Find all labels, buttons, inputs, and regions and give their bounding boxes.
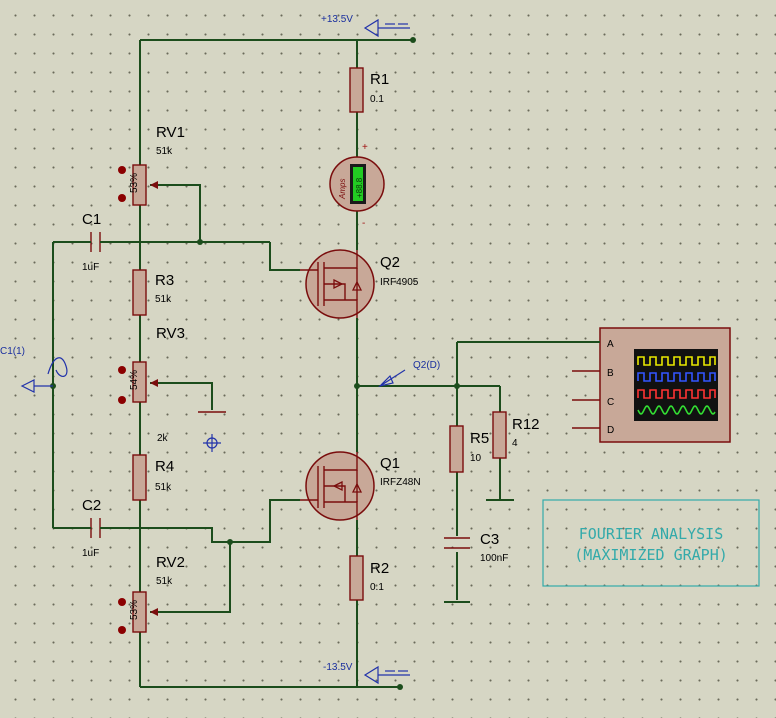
potentiometer-rv3[interactable]: 54% RV3 2k	[118, 325, 185, 444]
scope-trace-a	[637, 356, 716, 366]
rv2-value: 51k	[156, 576, 173, 587]
ammeter[interactable]: +88.8 Amps + -	[329, 142, 385, 229]
c2-ref: C2	[82, 497, 101, 514]
scope-channel-a: A	[607, 339, 614, 350]
r3-ref: R3	[155, 272, 174, 289]
c1-ref: C1	[82, 211, 101, 228]
rv1-value: 51k	[156, 146, 173, 157]
ammeter-label: Amps	[338, 179, 347, 200]
c3-value: 100nF	[480, 553, 508, 564]
r4-value: 51k	[155, 482, 172, 493]
output-probe-label: Q2(D)	[413, 360, 440, 371]
negative-rail-label: -13.5V	[323, 662, 353, 673]
r3-value: 51k	[155, 294, 172, 305]
resistor-r4[interactable]: R4 51k	[132, 454, 174, 501]
resistor-r3[interactable]: R3 51k	[132, 269, 174, 316]
resistor-r5[interactable]: R5 10	[449, 425, 489, 473]
mosfet-q2[interactable]: Q2 IRF4905	[300, 249, 419, 319]
scope-trace-c	[637, 389, 716, 399]
capacitor-c1[interactable]: C1 1uF	[82, 211, 125, 273]
r2-ref: R2	[370, 560, 389, 577]
annotation-line-2: (MAXIMIZED GRAPH)	[574, 546, 728, 564]
capacitor-c2[interactable]: C2 1uF	[82, 497, 105, 559]
r1-value: 0.1	[370, 94, 384, 105]
q1-value: IRFZ48N	[380, 477, 421, 488]
scope-channel-c: C	[607, 397, 614, 408]
rv1-ref: RV1	[156, 124, 185, 141]
potentiometer-rv2[interactable]: 53% RV2 51k	[118, 554, 185, 634]
positive-rail-terminal[interactable]: +13.5V	[321, 14, 410, 38]
scope-trace-d	[637, 405, 716, 415]
potentiometer-rv1[interactable]: 53% RV1 51k	[118, 124, 185, 206]
mosfet-q1[interactable]: Q1 IRFZ48N	[300, 451, 421, 521]
rv2-ref: RV2	[156, 554, 185, 571]
rv2-setting: 53%	[129, 600, 140, 620]
scope-trace-b	[637, 372, 716, 382]
rv3-ref: RV3	[156, 325, 185, 342]
r5-ref: R5	[470, 430, 489, 447]
negative-rail-terminal[interactable]: -13.5V	[323, 662, 410, 685]
scope-channel-d: D	[607, 425, 614, 436]
r5-value: 10	[470, 453, 482, 464]
input-probe[interactable]: C1(1)	[0, 346, 68, 393]
capacitor-c3[interactable]: C3 100nF	[444, 531, 508, 564]
ammeter-plus: +	[362, 142, 368, 153]
c2-value: 1uF	[82, 548, 99, 559]
oscilloscope[interactable]: A B C D	[572, 327, 731, 443]
q1-ref: Q1	[380, 455, 400, 472]
c1-value: 1uF	[82, 262, 99, 273]
r12-ref: R12	[512, 416, 540, 433]
rv1-setting: 53%	[129, 173, 140, 193]
input-probe-label: C1(1)	[0, 346, 25, 357]
annotation-line-1: FOURIER ANALYSIS	[579, 525, 724, 543]
r4-ref: R4	[155, 458, 174, 475]
r12-value: 4	[512, 438, 518, 449]
positive-rail-label: +13.5V	[321, 14, 353, 25]
resistor-r2[interactable]: R2 0.1	[349, 555, 389, 601]
resistor-r12[interactable]: R12 4	[492, 411, 540, 459]
rv3-value: 2k	[157, 433, 169, 444]
output-probe[interactable]: Q2(D)	[378, 360, 440, 388]
ground-symbol-rv3	[198, 411, 226, 452]
resistor-r1[interactable]: R1 0.1	[349, 67, 389, 113]
annotation-box[interactable]: FOURIER ANALYSIS (MAXIMIZED GRAPH)	[542, 499, 760, 587]
rv3-setting: 54%	[129, 370, 140, 390]
c3-ref: C3	[480, 531, 499, 548]
q2-value: IRF4905	[380, 277, 419, 288]
wires	[52, 39, 572, 688]
r1-ref: R1	[370, 71, 389, 88]
ammeter-reading: +88.8	[355, 177, 364, 198]
r2-value: 0.1	[370, 582, 384, 593]
junctions	[50, 37, 460, 690]
ammeter-minus: -	[362, 218, 365, 229]
q2-ref: Q2	[380, 254, 400, 271]
scope-channel-b: B	[607, 368, 614, 379]
scope-traces	[637, 356, 716, 415]
